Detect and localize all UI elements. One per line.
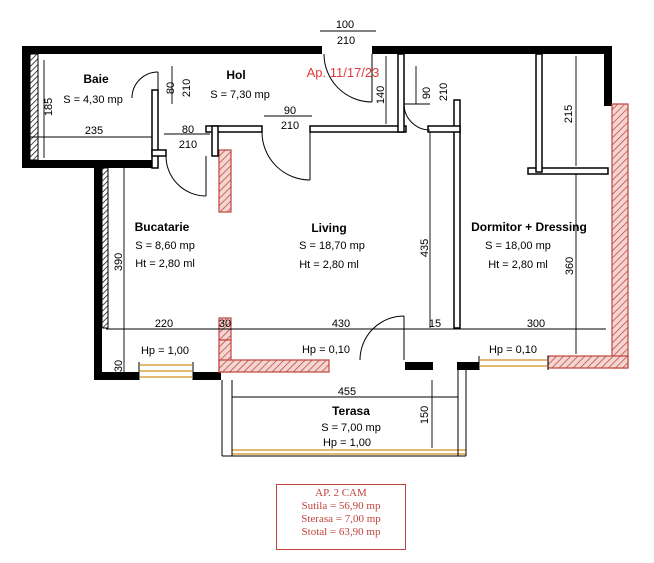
terasa-title: Terasa	[332, 404, 370, 418]
summary-sterasa: Sterasa = 7,00 mp	[301, 513, 381, 525]
living-height: Ht = 2,80 ml	[299, 259, 359, 271]
interior-walls	[151, 53, 609, 329]
exterior-walls	[22, 46, 612, 380]
dormitor-title: Dormitor + Dressing	[471, 220, 587, 234]
dimension-lines	[30, 30, 606, 448]
terasa-width-dim: 455	[338, 386, 356, 398]
living-title: Living	[311, 221, 346, 235]
baie-height-dim: 185	[43, 98, 55, 116]
wall-15-dim: 15	[429, 318, 441, 330]
dormitor-height: Ht = 2,80 ml	[488, 259, 548, 271]
buc-door-width: 80	[182, 124, 194, 136]
summary-stotal: Stotal = 63,90 mp	[301, 526, 381, 538]
dorm-width-dim: 300	[527, 318, 545, 330]
red-walls	[218, 103, 629, 373]
area-summary-box: AP. 2 CAM Sutila = 56,90 mp Sterasa = 7,…	[276, 484, 406, 550]
window-frames	[138, 356, 549, 380]
hol-140-dim: 140	[375, 86, 387, 104]
terasa-area: S = 7,00 mp	[321, 422, 381, 434]
dorm-215-dim: 215	[563, 105, 575, 123]
bucatarie-title: Bucatarie	[135, 220, 190, 234]
baie-width-dim: 235	[85, 125, 103, 137]
terasa-150-dim: 150	[419, 406, 431, 424]
summary-title: AP. 2 CAM	[315, 487, 367, 499]
dormitor-area: S = 18,00 mp	[485, 240, 551, 252]
baie-title: Baie	[83, 72, 109, 86]
terrace-outline	[221, 370, 467, 457]
baie-area: S = 4,30 mp	[63, 94, 123, 106]
windows	[140, 359, 547, 455]
buc-door-height: 210	[179, 139, 197, 151]
dorm-door-width: 90	[421, 87, 433, 99]
baie-door-height: 210	[181, 79, 193, 97]
wall-30-dim: 30	[219, 318, 231, 330]
hol-area: S = 7,30 mp	[210, 89, 270, 101]
doors	[131, 53, 431, 361]
bucatarie-sill: Hp = 1,00	[141, 345, 189, 357]
living-door-width: 90	[284, 105, 296, 117]
buc-width-dim: 220	[155, 318, 173, 330]
dorm-360-dim: 360	[564, 257, 576, 275]
living-area: S = 18,70 mp	[299, 240, 365, 252]
sill-30-dim: 30	[113, 360, 125, 372]
living-width-dim: 430	[332, 318, 350, 330]
dormitor-sill: Hp = 0,10	[489, 344, 537, 356]
entry-door-height: 210	[337, 35, 355, 47]
baie-door-width: 80	[165, 82, 177, 94]
buc-390-dim: 390	[113, 253, 125, 271]
dorm-door-height: 210	[438, 83, 450, 101]
bucatarie-height: Ht = 2,80 ml	[135, 258, 195, 270]
living-sill: Hp = 0,10	[302, 344, 350, 356]
baie-insulation	[29, 53, 39, 161]
bucatarie-area: S = 8,60 mp	[135, 240, 195, 252]
living-435-dim: 435	[419, 239, 431, 257]
living-door-height: 210	[281, 120, 299, 132]
entry-door-width: 100	[336, 19, 354, 31]
kitchen-insulation	[101, 167, 109, 329]
terasa-sill: Hp = 1,00	[323, 437, 371, 449]
summary-sutila: Sutila = 56,90 mp	[301, 500, 381, 512]
hol-title: Hol	[226, 68, 245, 82]
apartment-code: Ap. 11/17/23	[307, 65, 380, 80]
